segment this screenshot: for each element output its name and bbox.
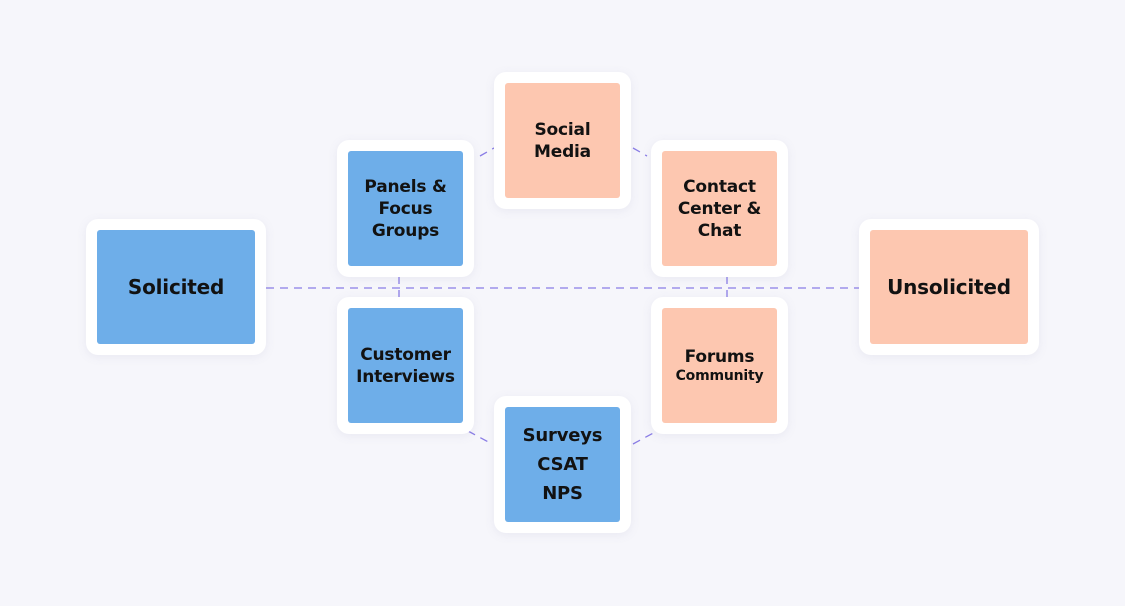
social-media-card: Social Media <box>494 72 631 209</box>
panels-line-1: Panels & <box>364 176 447 197</box>
unsolicited-tile: Unsolicited <box>870 230 1028 344</box>
contact-center-chat-card: Contact Center & Chat <box>651 140 788 277</box>
surveys-line-2: CSAT <box>537 454 588 475</box>
interviews-line-2: Interviews <box>356 366 455 387</box>
panels-focus-groups-card: Panels & Focus Groups <box>337 140 474 277</box>
customer-interviews-card: Customer Interviews <box>337 297 474 434</box>
contact-line-1: Contact <box>683 176 756 197</box>
forums-subtitle: Community <box>675 368 764 384</box>
connector-panels-to-social <box>479 147 495 157</box>
contact-center-chat-tile: Contact Center & Chat <box>662 151 777 266</box>
interviews-line-1: Customer <box>360 344 451 365</box>
solicited-label: Solicited <box>127 275 225 299</box>
connector-social-to-contact <box>632 147 648 157</box>
social-media-tile: Social Media <box>505 83 620 198</box>
surveys-line-3: NPS <box>542 483 583 504</box>
solicited-tile: Solicited <box>97 230 255 344</box>
unsolicited-label: Unsolicited <box>887 275 1011 299</box>
social-media-line-2: Media <box>534 141 591 162</box>
connector-interviews-to-surveys <box>467 430 493 445</box>
surveys-line-1: Surveys <box>522 425 603 446</box>
surveys-csat-nps-card: Surveys CSAT NPS <box>494 396 631 533</box>
social-media-line-1: Social <box>534 119 591 140</box>
forums-community-tile: Forums Community <box>662 308 777 423</box>
customer-interviews-tile: Customer Interviews <box>348 308 463 423</box>
panels-line-2: Focus <box>378 198 433 219</box>
connector-forums-to-surveys <box>632 430 658 445</box>
contact-line-2: Center & <box>677 198 762 219</box>
panels-line-3: Groups <box>371 220 440 241</box>
contact-line-3: Chat <box>697 220 742 241</box>
solicited-card: Solicited <box>86 219 266 355</box>
unsolicited-card: Unsolicited <box>859 219 1039 355</box>
forums-title: Forums <box>684 347 755 367</box>
forums-community-card: Forums Community <box>651 297 788 434</box>
panels-focus-groups-tile: Panels & Focus Groups <box>348 151 463 266</box>
surveys-csat-nps-tile: Surveys CSAT NPS <box>505 407 620 522</box>
